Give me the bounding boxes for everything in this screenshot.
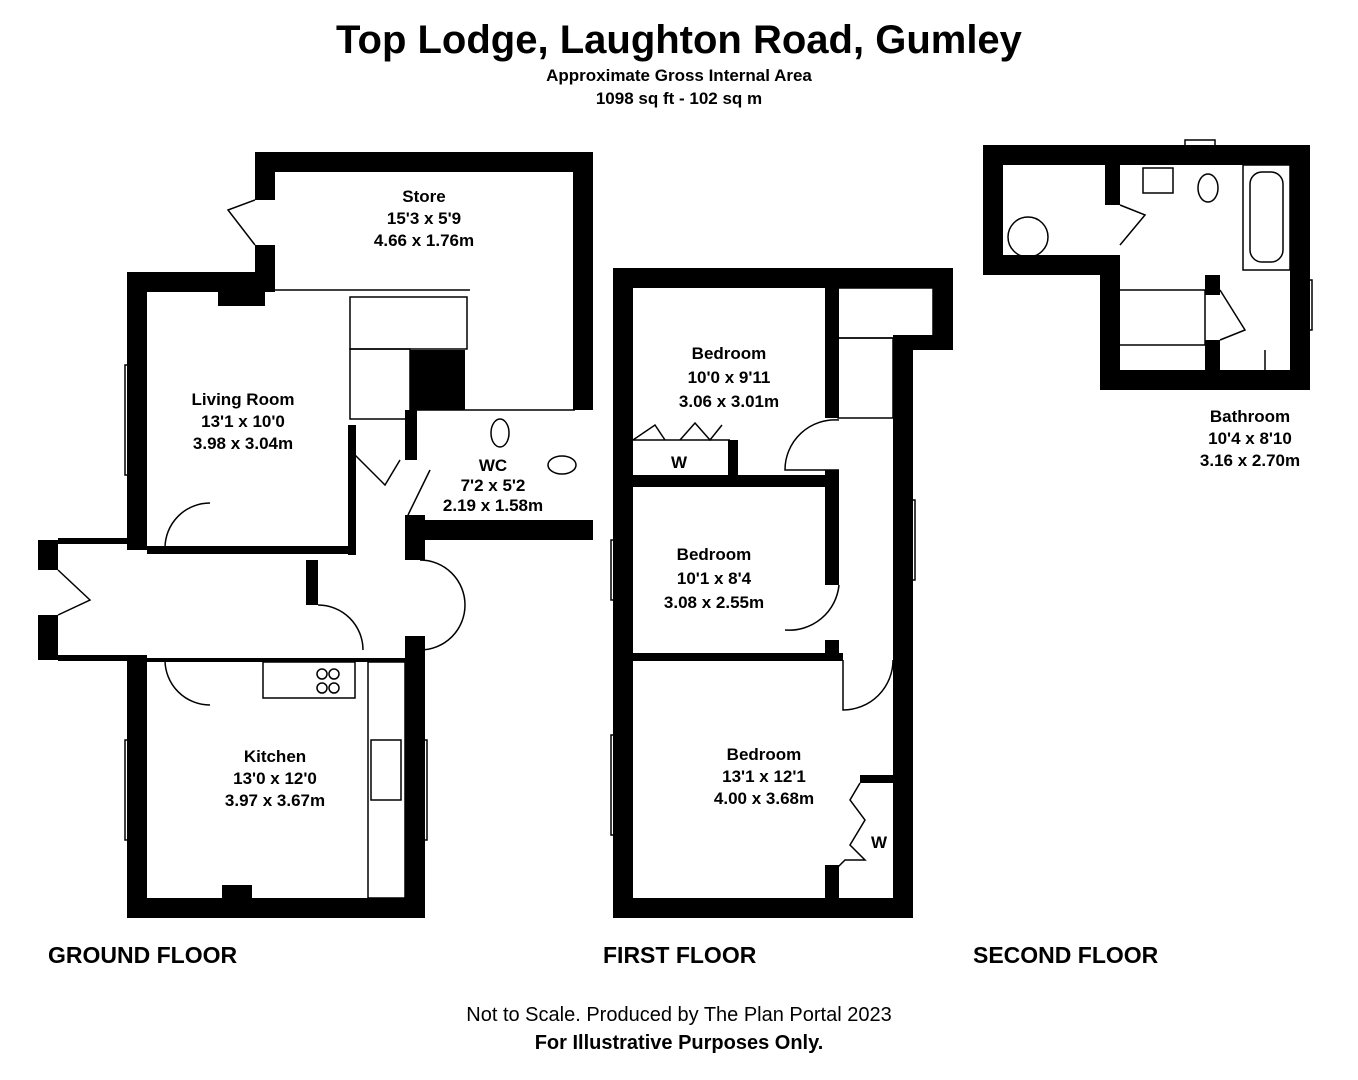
second-floor-walls: [983, 145, 1310, 390]
room-name: Store: [402, 187, 446, 206]
room-bedroom-1: Bedroom 10'0 x 9'11 3.06 x 3.01m: [679, 342, 779, 414]
plan-title: Top Lodge, Laughton Road, Gumley: [336, 18, 1022, 62]
gross-area: 1098 sq ft - 102 sq m: [595, 89, 763, 108]
room-imperial: 10'1 x 8'4: [676, 569, 752, 588]
room-metric: 4.66 x 1.76m: [373, 231, 475, 250]
second-floor-details: [1007, 139, 1313, 370]
room-imperial: 13'1 x 12'1: [722, 767, 806, 786]
room-metric: 3.97 x 3.67m: [224, 791, 326, 810]
room-imperial: 13'0 x 12'0: [233, 769, 317, 788]
room-bedroom-2: Bedroom 10'1 x 8'4 3.08 x 2.55m: [664, 543, 764, 615]
room-store: Store 15'3 x 5'9 4.66 x 1.76m: [374, 186, 474, 252]
ground-floor-details: [57, 199, 577, 899]
room-metric: 3.06 x 3.01m: [678, 392, 780, 411]
ground-floor-label: GROUND FLOOR: [48, 942, 238, 968]
room-metric: 2.19 x 1.58m: [442, 496, 544, 515]
room-bedroom-3: Bedroom 13'1 x 12'1 4.00 x 3.68m: [714, 744, 814, 810]
room-name: Bedroom: [691, 344, 767, 363]
footer-illustrative: For Illustrative Purposes Only.: [534, 1032, 824, 1054]
footer-disclaimer: Not to Scale. Produced by The Plan Porta…: [466, 1004, 892, 1026]
room-name: Bathroom: [1209, 407, 1291, 426]
room-imperial: 7'2 x 5'2: [460, 476, 526, 495]
room-imperial: 15'3 x 5'9: [386, 209, 462, 228]
room-metric: 3.98 x 3.04m: [192, 434, 294, 453]
first-floor-details: [610, 287, 934, 871]
second-floor-label: SECOND FLOOR: [973, 942, 1159, 968]
room-metric: 3.16 x 2.70m: [1199, 451, 1301, 470]
room-metric: 4.00 x 3.68m: [713, 789, 815, 808]
room-name: Kitchen: [243, 747, 307, 766]
room-wc: WC 7'2 x 5'2 2.19 x 1.58m: [443, 456, 543, 516]
room-name: Bedroom: [726, 745, 802, 764]
room-kitchen: Kitchen 13'0 x 12'0 3.97 x 3.67m: [225, 746, 325, 812]
room-metric: 3.08 x 2.55m: [663, 593, 765, 612]
room-name: Living Room: [191, 390, 295, 409]
wardrobe-label: W: [871, 833, 888, 852]
plan-subtitle: Approximate Gross Internal Area: [546, 66, 812, 85]
room-imperial: 13'1 x 10'0: [201, 412, 285, 431]
first-floor-label: FIRST FLOOR: [603, 942, 757, 968]
wardrobe-label: W: [671, 453, 688, 472]
room-bathroom: Bathroom 10'4 x 8'10 3.16 x 2.70m: [1200, 406, 1300, 472]
ground-floor-walls: [38, 152, 593, 918]
first-floor-walls: [613, 268, 953, 918]
room-name: WC: [478, 456, 508, 475]
room-imperial: 10'0 x 9'11: [687, 368, 771, 387]
room-living: Living Room 13'1 x 10'0 3.98 x 3.04m: [192, 389, 295, 455]
room-name: Bedroom: [676, 545, 752, 564]
room-imperial: 10'4 x 8'10: [1208, 429, 1292, 448]
